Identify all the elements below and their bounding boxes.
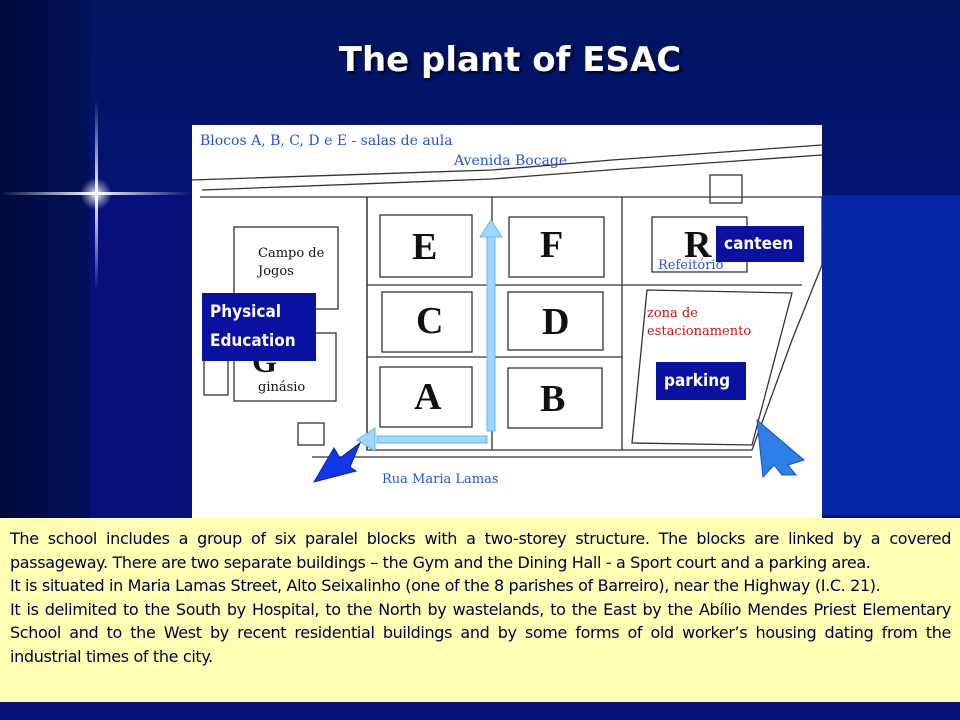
map-ginasio-label: ginásio bbox=[258, 380, 306, 395]
block-a-letter: A bbox=[414, 376, 442, 418]
block-d-letter: D bbox=[542, 301, 570, 343]
map-caption-blocks: Blocos A, B, C, D e E - salas de aula bbox=[200, 133, 453, 149]
slide-title: The plant of ESAC bbox=[338, 40, 682, 80]
map-street-top: Avenida Bocage bbox=[454, 153, 568, 169]
map-refeitorio-label: Refeitório bbox=[658, 258, 724, 273]
parking-badge: parking bbox=[656, 362, 746, 400]
description-paragraph: It is situated in Maria Lamas Street, Al… bbox=[10, 576, 881, 595]
description-paragraph: It is delimited to the South by Hospital… bbox=[10, 599, 951, 666]
block-f-letter: F bbox=[540, 224, 564, 266]
block-e-letter: E bbox=[412, 226, 438, 268]
star-sparkle-glow bbox=[80, 178, 112, 210]
description-box: The school includes a group of six paral… bbox=[0, 518, 960, 702]
map-refeitorio-letter: R bbox=[684, 224, 712, 266]
map-parking-zone-label: zona de estacionamento bbox=[647, 306, 752, 339]
background-right bbox=[820, 195, 960, 515]
physical-education-badge: Physical Education bbox=[202, 293, 316, 361]
school-map: Blocos A, B, C, D e E - salas de aula Av… bbox=[192, 125, 822, 520]
description-paragraph: The school includes a group of six paral… bbox=[10, 529, 951, 572]
block-c-letter: C bbox=[416, 300, 444, 342]
canteen-badge: canteen bbox=[716, 226, 804, 262]
background-bottom-strip bbox=[0, 702, 960, 720]
map-drawing bbox=[192, 144, 822, 483]
block-b-letter: B bbox=[540, 378, 566, 420]
map-street-bottom: Rua Maria Lamas bbox=[382, 472, 499, 487]
map-campo-label: Campo de Jogos bbox=[258, 246, 325, 279]
